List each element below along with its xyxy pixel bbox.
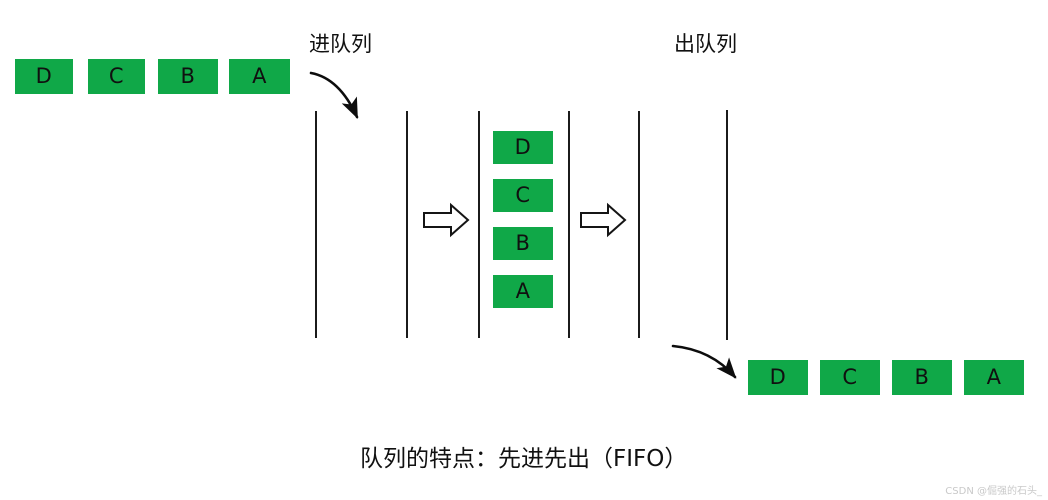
rail-6 — [726, 110, 728, 340]
incoming-element-c: C — [88, 59, 145, 94]
enqueue-block-arrow — [423, 202, 470, 238]
queue-element-a: A — [493, 275, 553, 308]
queue-element-d: D — [493, 131, 553, 164]
outgoing-element-b: B — [892, 360, 952, 395]
outgoing-element-d: D — [748, 360, 808, 395]
enqueue-label: 进队列 — [309, 32, 372, 56]
queue-element-c: C — [493, 179, 553, 212]
dequeue-curve-arrow — [671, 344, 737, 379]
incoming-element-a: A — [229, 59, 290, 94]
incoming-element-d: D — [15, 59, 73, 94]
outgoing-element-c: C — [820, 360, 880, 395]
rail-1 — [315, 111, 317, 338]
rail-2 — [406, 111, 408, 338]
outgoing-element-a: A — [964, 360, 1024, 395]
diagram-caption: 队列的特点：先进先出（FIFO） — [360, 446, 688, 472]
enqueue-curve-arrow — [309, 71, 359, 119]
rail-3 — [478, 111, 480, 338]
dequeue-label: 出队列 — [674, 32, 737, 56]
rail-5 — [638, 111, 640, 338]
dequeue-block-arrow — [580, 202, 627, 238]
csdn-watermark: CSDN @倔强的石头_ — [945, 486, 1042, 497]
rail-4 — [568, 111, 570, 338]
incoming-element-b: B — [158, 59, 218, 94]
queue-element-b: B — [493, 227, 553, 260]
